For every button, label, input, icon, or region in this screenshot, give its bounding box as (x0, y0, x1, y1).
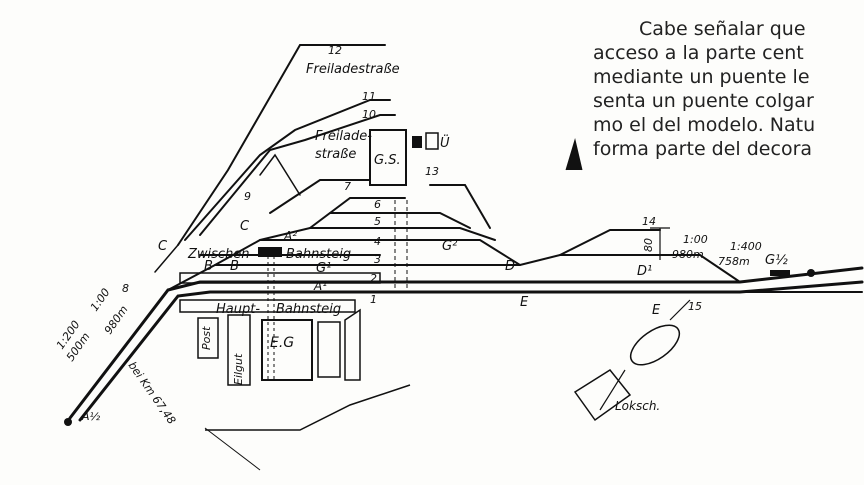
track-number: 8 (122, 282, 129, 295)
signal-e2: E (652, 303, 661, 318)
signal-g2: G² (442, 239, 457, 254)
track-number: 2 (370, 272, 377, 285)
signal-a2: A² (283, 229, 297, 243)
strasse-label: straße (315, 147, 356, 162)
track-number: 4 (374, 235, 381, 248)
track-number: 15 (688, 300, 702, 313)
text-line: senta un puente colgar (593, 90, 814, 112)
u-label: Ü (440, 134, 450, 151)
gradient-right2-label: 1:400 (730, 240, 762, 253)
freiladestrasse-top-label: Freiladestraße (306, 62, 400, 77)
text-line: mo el del modelo. Natu (593, 114, 816, 136)
signal-a1: A¹ (313, 279, 327, 293)
track-number: 13 (425, 165, 439, 178)
track-number: 7 (344, 180, 351, 193)
signal-g1: G¹ (316, 261, 331, 276)
signal-c2: C (240, 219, 250, 234)
signal-labels: A¹ A² B B C C D D¹ E E G¹ G² (158, 219, 661, 318)
freilade-label: Freilade- (315, 129, 372, 144)
track-number: 14 (642, 215, 656, 228)
eg-label: E.G (270, 335, 294, 351)
signal-c: C (158, 239, 168, 254)
text-line: acceso a la parte cent (593, 42, 804, 64)
a-half-label: A½ (81, 410, 101, 423)
signal-b2: B (230, 259, 239, 274)
signal-e: E (520, 295, 529, 310)
bahnsteig-label: Bahnsteig (286, 247, 351, 262)
dim-80-label: 80 (642, 238, 655, 252)
text-line: forma parte del decora (593, 138, 813, 160)
track-number: 9 (244, 190, 251, 203)
dist-758-label: 758m (718, 255, 750, 268)
freight-sidings (154, 44, 396, 273)
text-line: mediante un puente le (593, 66, 810, 88)
signal-d: D (505, 259, 515, 274)
track-number: 5 (374, 215, 381, 228)
signal-d1: D¹ (637, 264, 652, 279)
main-tracks (68, 179, 864, 422)
body-text-paragraph: Cabe señalar que acceso a la parte cent … (593, 17, 864, 161)
gs-label: G.S. (374, 153, 401, 168)
track-number: 3 (374, 253, 381, 266)
dist-980-right-label: 980m (672, 248, 704, 261)
km-label: bei Km 67,48 (126, 359, 179, 426)
track-number: 1 (370, 293, 377, 306)
gradient-right-label: 1:00 (683, 233, 708, 246)
track-numbers: 12 11 10 9 7 6 5 4 3 2 1 13 14 15 8 (122, 44, 702, 313)
track-number: 10 (362, 108, 376, 121)
gradient-left2-label: 1:00 (88, 286, 113, 314)
loksch-label: Loksch. (615, 399, 660, 413)
eilgut-label: Eilgut (232, 353, 245, 385)
structures (64, 129, 815, 471)
signal-b: B (204, 259, 213, 274)
haupt-bahnsteig-label: Bahnsteig (276, 302, 341, 317)
track-number: 12 (328, 44, 342, 57)
zwischen-label: Zwischen (187, 247, 250, 262)
g-half-label: G½ (765, 253, 788, 268)
dist-980-left-label: 980m (102, 303, 131, 336)
haupt-label: Haupt- (216, 302, 260, 317)
track-number: 6 (374, 198, 381, 211)
text-line: Cabe señalar que (639, 18, 806, 40)
post-label: Post (200, 326, 213, 350)
track-number: 11 (362, 90, 376, 103)
